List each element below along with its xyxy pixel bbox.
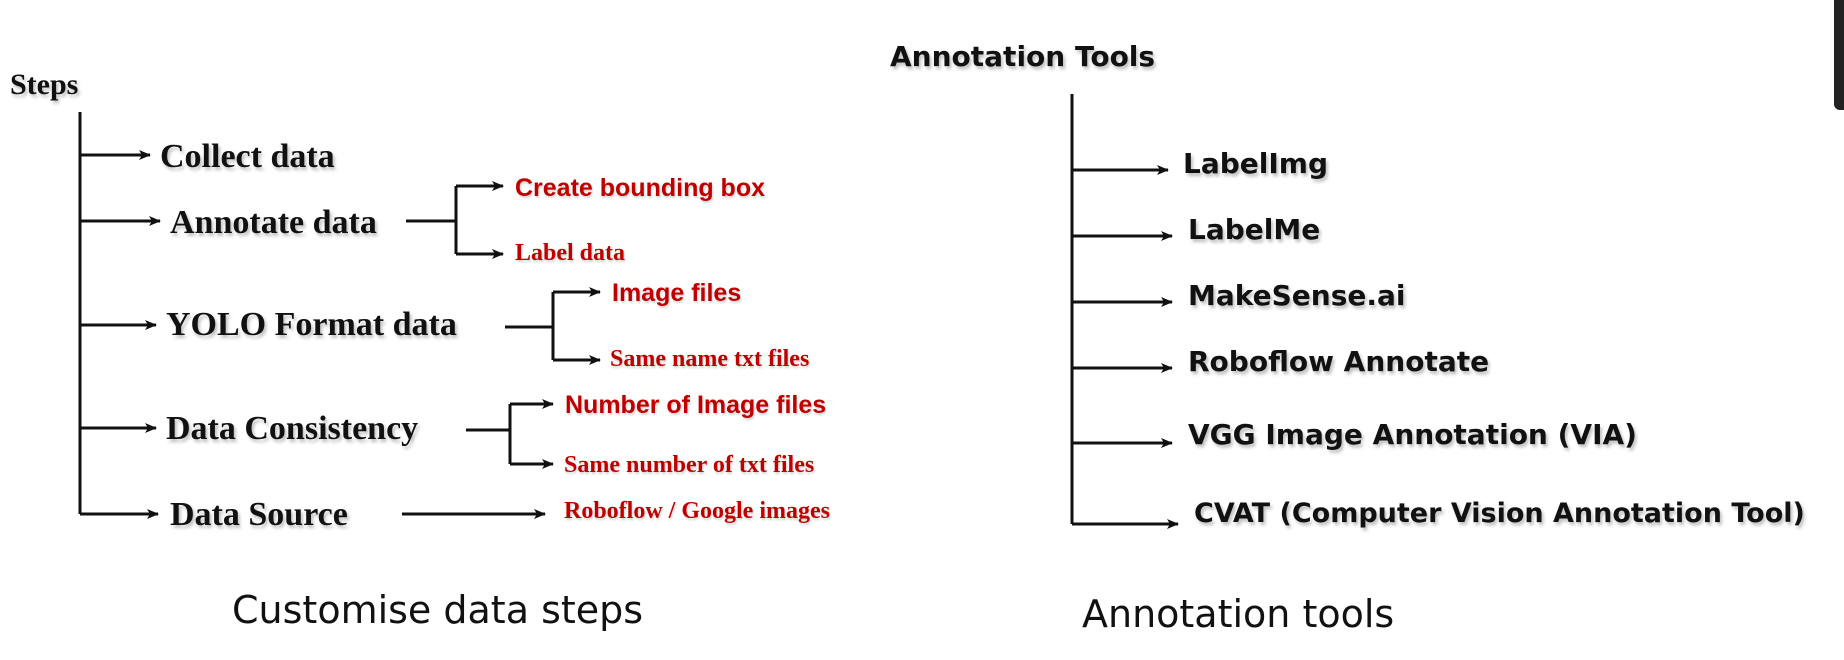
tool-labelme: LabelMe xyxy=(1188,213,1321,246)
left-caption: Customise data steps xyxy=(232,588,644,632)
step-collect-data: Collect data xyxy=(160,138,335,175)
substep-create-bounding-box: Create bounding box xyxy=(515,174,765,202)
substep-same-number-of-txt-files: Same number of txt files xyxy=(564,452,815,478)
tool-roboflow-annotate: Roboflow Annotate xyxy=(1188,345,1490,378)
annotation-tools-root-label: Annotation Tools xyxy=(890,40,1156,73)
steps-root-label: Steps xyxy=(10,68,79,101)
tool-makesense-ai: MakeSense.ai xyxy=(1188,279,1406,312)
substep-number-of-image-files: Number of Image files xyxy=(565,391,827,419)
tool-vgg-image-annotation: VGG Image Annotation (VIA) xyxy=(1188,418,1637,451)
tool-labelimg: LabelImg xyxy=(1183,147,1329,180)
corner-overlay xyxy=(1834,0,1844,110)
substep-label-data: Label data xyxy=(515,240,626,266)
right-caption: Annotation tools xyxy=(1082,592,1395,636)
step-yolo-format-data: YOLO Format data xyxy=(166,306,457,343)
substep-roboflow-google-images: Roboflow / Google images xyxy=(564,498,830,524)
step-data-source: Data Source xyxy=(170,496,348,533)
substep-image-files: Image files xyxy=(612,279,742,307)
step-data-consistency: Data Consistency xyxy=(166,410,419,447)
tool-cvat: CVAT (Computer Vision Annotation Tool) xyxy=(1194,498,1805,529)
step-annotate-data: Annotate data xyxy=(170,204,377,241)
substep-same-name-txt-files: Same name txt files xyxy=(610,346,810,372)
